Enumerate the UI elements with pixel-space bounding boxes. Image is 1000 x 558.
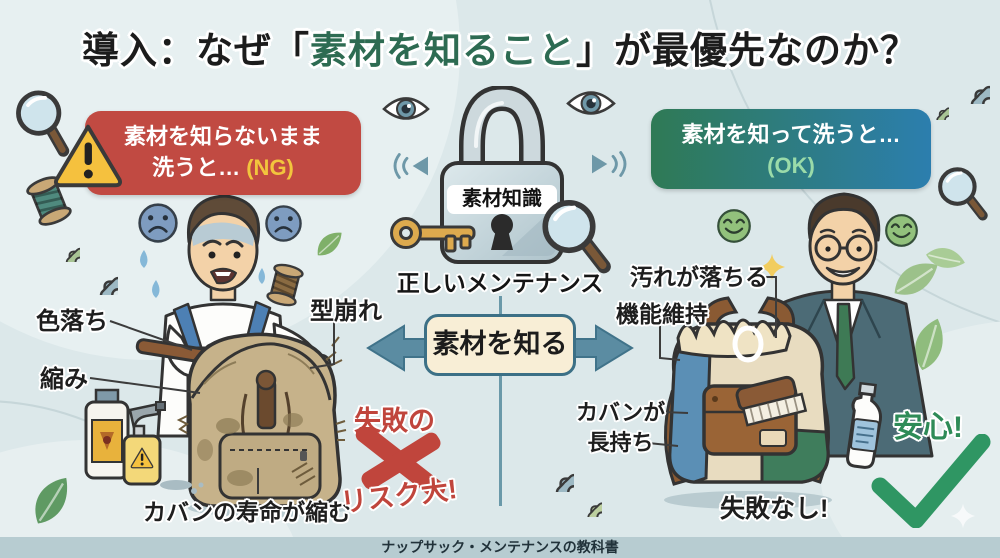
gear-icon: [565, 480, 602, 517]
spray-bottle-icon: [122, 401, 166, 486]
ng-banner: 素材を知らないまま 洗うと… (NG): [85, 111, 361, 195]
magnifier-icon: [536, 194, 612, 274]
page-title: 導入：なぜ「素材を知ること」が最優先なのか？: [0, 20, 1000, 74]
label-color-fade: 色落ち: [36, 308, 108, 335]
speaker-icon: [592, 149, 636, 179]
ng-scene-illustration: [84, 194, 348, 517]
ng-banner-line2: 洗うと… (NG): [152, 155, 294, 180]
ok-tag: (OK): [767, 153, 815, 178]
title-suffix: 」が最優先なのか？: [576, 30, 918, 71]
happy-man: [756, 192, 934, 458]
key-icon: [390, 217, 476, 253]
detergent-bottle-icon: [846, 381, 883, 469]
label-shrink: 縮み: [40, 366, 88, 393]
check-icon: [871, 434, 991, 528]
label-deform: 型崩れ: [310, 298, 382, 325]
center-divider: [499, 296, 502, 506]
ng-tag: (NG): [246, 155, 294, 180]
center-caption: 正しいメンテナンス: [396, 270, 604, 296]
footer-bar: ナップサック・メンテナンスの教科書: [0, 537, 1000, 558]
title-highlight: 素材を知ること: [310, 30, 576, 71]
title-prefix: 導入：なぜ「: [82, 30, 310, 71]
ok-banner: 素材を知って洗うと… (OK): [651, 109, 931, 189]
detergent-bottle-icon: [84, 388, 130, 480]
footer-text: ナップサック・メンテナンスの教科書: [381, 539, 619, 555]
eye-icon: [382, 94, 430, 124]
arrow-box: 素材を知る: [424, 314, 576, 376]
label-no-failure: 失敗なし!: [720, 495, 829, 523]
brush-icon: [735, 375, 808, 427]
ok-banner-line1: 素材を知って洗うと…: [681, 122, 901, 147]
damaged-backpack: [176, 332, 348, 517]
label-bag-lasts: カバンが 長持ち: [576, 400, 666, 455]
label-function-kept: 機能維持: [616, 301, 708, 327]
label-lifespan: カバンの寿命が縮む: [143, 499, 352, 525]
ng-banner-line1: 素材を知らないまま: [123, 124, 322, 149]
warning-icon: [52, 122, 124, 190]
cross-icon: [355, 427, 446, 495]
puddle-icon: [160, 480, 204, 494]
relief-text: 安心!: [893, 411, 963, 444]
ok-scene-illustration: [664, 192, 934, 509]
label-dirt-removed: 汚れが落ちる: [630, 264, 768, 290]
speaker-icon: [384, 151, 428, 181]
lock-label: 素材知識: [447, 185, 557, 214]
